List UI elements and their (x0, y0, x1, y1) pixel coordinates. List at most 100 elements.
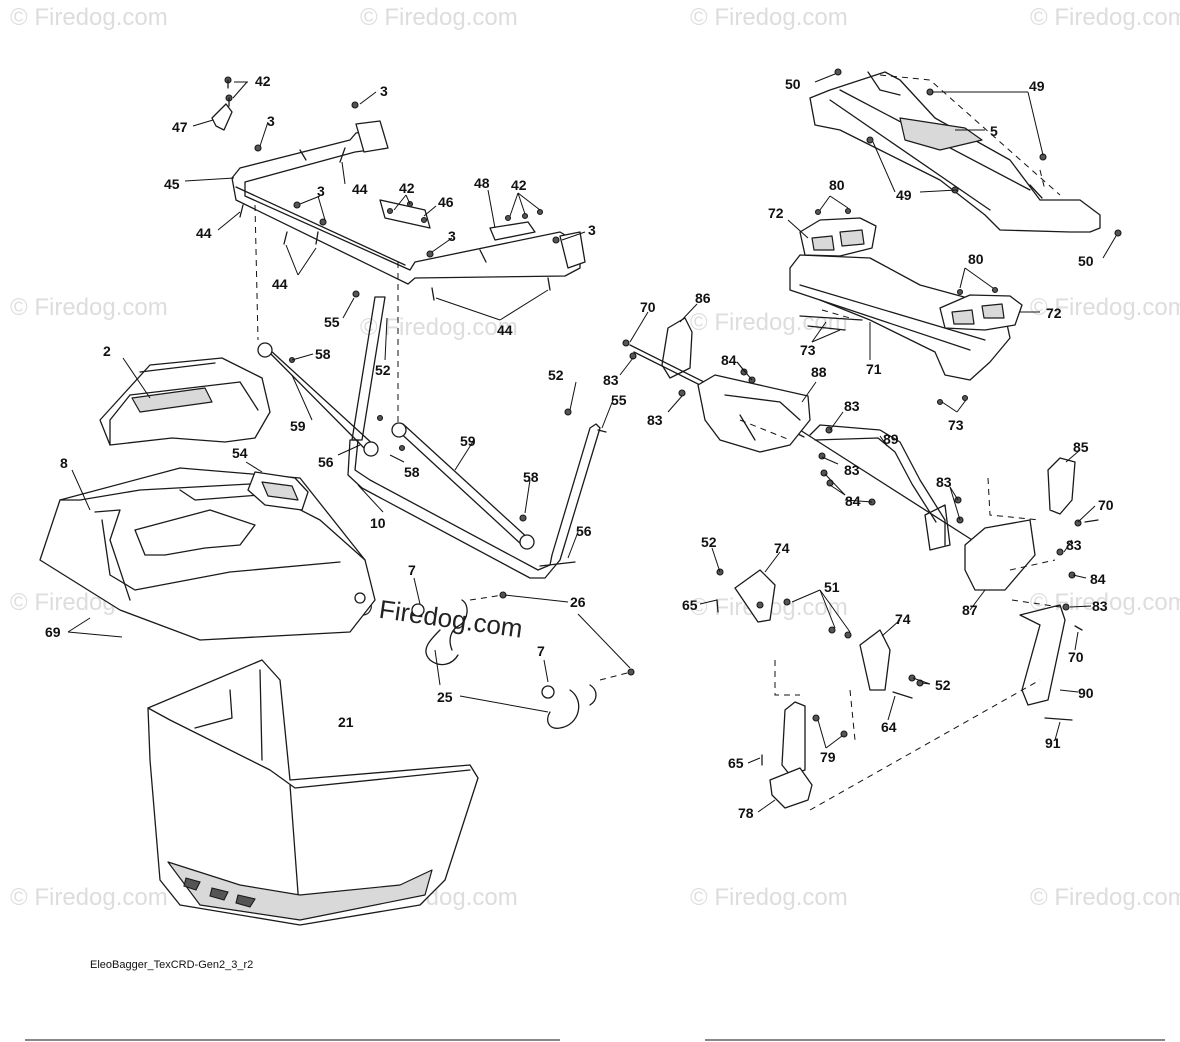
watermark: © Firedog.com (1030, 884, 1180, 911)
callout-7: 7 (537, 643, 545, 659)
callout-71: 71 (866, 361, 882, 377)
callout-5: 5 (990, 123, 998, 139)
callout-3: 3 (267, 113, 275, 129)
callout-49: 49 (896, 187, 912, 203)
callout-64: 64 (881, 719, 897, 735)
fasteners (211, 76, 607, 522)
callout-52: 52 (548, 367, 564, 383)
callout-80: 80 (829, 177, 845, 193)
callout-73: 73 (800, 342, 816, 358)
lift-linkage-part (622, 317, 1099, 721)
callout-52: 52 (701, 534, 717, 550)
callout-83: 83 (1092, 598, 1108, 614)
watermark: © Firedog.com (690, 4, 848, 31)
watermark: © Firedog.com (1030, 4, 1180, 31)
watermark: © Firedog.com (360, 4, 518, 31)
callout-55: 55 (611, 392, 627, 408)
callout-59: 59 (290, 418, 306, 434)
callout-58: 58 (315, 346, 331, 362)
callouts: 42 47 3 3 45 44 44 3 44 42 46 3 48 42 3 … (45, 73, 1114, 821)
callout-42: 42 (255, 73, 271, 89)
callout-52: 52 (935, 677, 951, 693)
lower-frame-part (257, 296, 601, 579)
callout-78: 78 (738, 805, 754, 821)
watermark: © Firedog.com (1030, 294, 1180, 321)
callout-50: 50 (1078, 253, 1094, 269)
callout-88: 88 (811, 364, 827, 380)
handle-part (247, 471, 309, 511)
callout-42: 42 (511, 177, 527, 193)
callout-65: 65 (682, 597, 698, 613)
callout-7: 7 (408, 562, 416, 578)
latch-spring-part (411, 591, 635, 729)
callout-58: 58 (523, 469, 539, 485)
callout-49: 49 (1029, 78, 1045, 94)
callout-44: 44 (196, 225, 212, 241)
callout-21: 21 (338, 714, 354, 730)
callout-56: 56 (318, 454, 334, 470)
callout-44: 44 (272, 276, 288, 292)
callout-74: 74 (895, 611, 911, 627)
callout-72: 72 (768, 205, 784, 221)
callout-26: 26 (570, 594, 586, 610)
mount-bar-part (789, 207, 1023, 406)
callout-83: 83 (844, 462, 860, 478)
watermark: © Firedog.com (690, 309, 848, 336)
callout-89: 89 (883, 431, 899, 447)
callout-46: 46 (438, 194, 454, 210)
callout-80: 80 (968, 251, 984, 267)
watermark: © Firedog.com (1030, 589, 1180, 616)
callout-3: 3 (588, 222, 596, 238)
callout-3: 3 (317, 183, 325, 199)
height-linkage-part (716, 568, 924, 809)
callout-70: 70 (1068, 649, 1084, 665)
callout-91: 91 (1045, 735, 1061, 751)
callout-83: 83 (603, 372, 619, 388)
watermark: © Firedog.com (10, 294, 168, 321)
callout-44: 44 (497, 322, 513, 338)
bagger-top-part (39, 467, 376, 641)
center-watermark: © Firedog.com (351, 590, 524, 643)
callout-25: 25 (437, 689, 453, 705)
alignment-lines (254, 74, 1061, 811)
frame-part (231, 120, 586, 285)
callout-90: 90 (1078, 685, 1094, 701)
callout-3: 3 (380, 83, 388, 99)
callout-84: 84 (1090, 571, 1106, 587)
callout-65: 65 (728, 755, 744, 771)
callout-48: 48 (474, 175, 490, 191)
callout-8: 8 (60, 455, 68, 471)
watermark: © Firedog.com (690, 884, 848, 911)
callout-55: 55 (324, 314, 340, 330)
callout-56: 56 (576, 523, 592, 539)
callout-58: 58 (404, 464, 420, 480)
callout-74: 74 (774, 540, 790, 556)
callout-70: 70 (640, 299, 656, 315)
callout-83: 83 (844, 398, 860, 414)
grass-bag-part (147, 659, 479, 926)
callout-54: 54 (232, 445, 248, 461)
callout-72: 72 (1046, 305, 1062, 321)
callout-2: 2 (103, 343, 111, 359)
callout-42: 42 (399, 180, 415, 196)
watermark: © Firedog.com (10, 884, 168, 911)
callout-69: 69 (45, 624, 61, 640)
callout-3: 3 (448, 228, 456, 244)
callout-83: 83 (647, 412, 663, 428)
callout-47: 47 (172, 119, 188, 135)
top-bracket-part (809, 68, 1122, 237)
callout-73: 73 (948, 417, 964, 433)
callout-87: 87 (962, 602, 978, 618)
bag-cover-part (99, 357, 271, 446)
callout-50: 50 (785, 76, 801, 92)
callout-44: 44 (352, 181, 368, 197)
callout-70: 70 (1098, 497, 1114, 513)
callout-59: 59 (460, 433, 476, 449)
callout-52: 52 (375, 362, 391, 378)
leader-lines (67, 73, 1117, 813)
callout-84: 84 (721, 352, 737, 368)
callout-83: 83 (1066, 537, 1082, 553)
callout-84: 84 (845, 493, 861, 509)
callout-79: 79 (820, 749, 836, 765)
